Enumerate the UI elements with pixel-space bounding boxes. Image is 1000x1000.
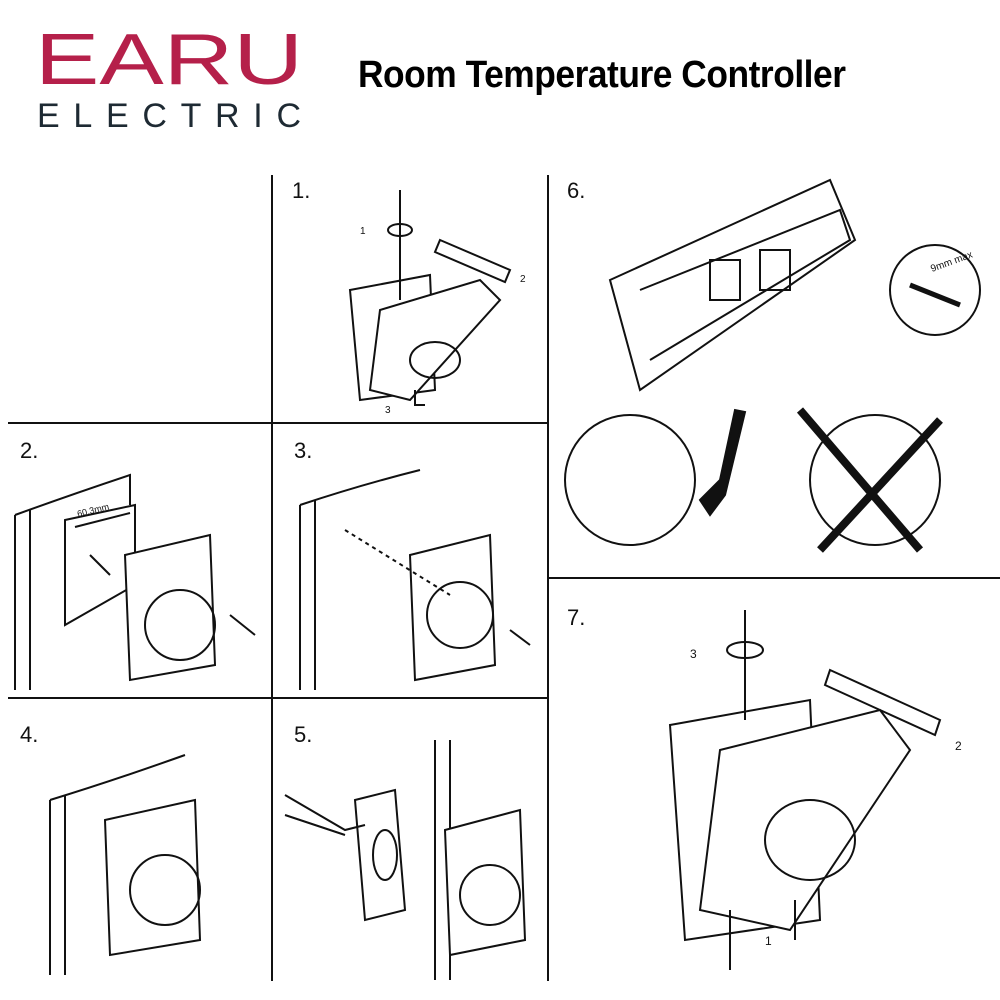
step-3-illustration (299, 469, 531, 690)
step-6-illustration: 9mm max (564, 178, 981, 553)
step-5-label: 5. (294, 722, 313, 747)
step-7-label: 7. (567, 605, 586, 630)
svg-text:EARU: EARU (35, 22, 303, 100)
svg-text:1: 1 (765, 934, 772, 948)
divider (8, 697, 548, 699)
divider (8, 422, 548, 424)
svg-text:3: 3 (690, 647, 697, 661)
step-6-label: 6. (567, 178, 586, 203)
step-7-illustration: 3 2 1 (668, 610, 962, 970)
step-5-illustration (284, 740, 527, 980)
step-1-illustration: 1 2 3 (348, 190, 526, 416)
svg-text:2: 2 (520, 274, 526, 285)
step-1-label: 1. (292, 178, 311, 203)
svg-text:9mm max: 9mm max (929, 249, 974, 274)
step-3-label: 3. (294, 438, 313, 463)
divider (548, 577, 1000, 579)
page-title: Room Temperature Controller (358, 54, 846, 96)
svg-text:3: 3 (385, 405, 391, 416)
svg-text:ELECTRIC: ELECTRIC (37, 97, 301, 132)
step-2-label: 2. (20, 438, 39, 463)
step-4-label: 4. (20, 722, 39, 747)
step-2-illustration: 60.3mm (14, 473, 256, 690)
earu-electric-logo: EARU ELECTRIC (35, 22, 303, 132)
svg-text:2: 2 (955, 739, 962, 753)
divider (271, 175, 273, 981)
svg-text:1: 1 (360, 226, 366, 237)
step-4-illustration (49, 754, 202, 975)
svg-text:60.3mm: 60.3mm (76, 501, 110, 519)
